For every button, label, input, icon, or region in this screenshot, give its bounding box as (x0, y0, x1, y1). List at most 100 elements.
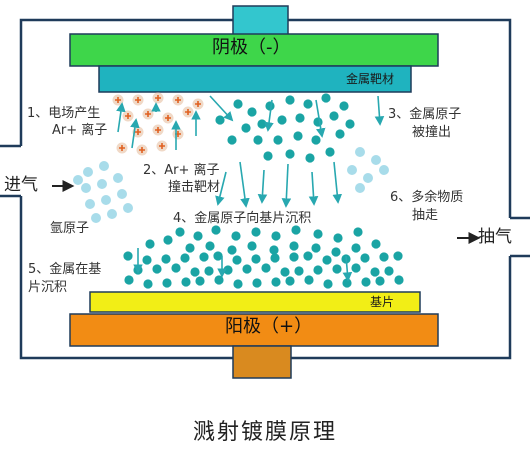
ion-plus-mark (125, 113, 131, 119)
motion-arrow (308, 171, 319, 206)
metal-atom (271, 231, 281, 241)
metal-atom (311, 135, 321, 145)
ion-plus-mark (135, 129, 141, 135)
step1-line1: 1、电场产生 (27, 106, 101, 121)
argon-atom-label: 氩原子 (50, 221, 90, 236)
ion-plus-mark (139, 147, 145, 153)
metal-atom (205, 241, 215, 251)
metal-atom (241, 123, 251, 133)
metal-atom (339, 101, 349, 111)
ion-plus-mark (185, 109, 191, 115)
metal-atom (252, 278, 262, 288)
metal-atom (304, 275, 314, 285)
motion-arrow (332, 161, 343, 204)
metal-atom (261, 263, 271, 273)
diagram-caption: 溅射镀膜原理 (192, 420, 337, 445)
metal-atom (145, 239, 155, 249)
metal-atom (233, 99, 243, 109)
motion-arrow (130, 118, 140, 149)
ion-plus-mark (135, 97, 141, 103)
argon-atom (113, 173, 123, 183)
metal-atom (175, 227, 185, 237)
argon-atom (107, 209, 117, 219)
metal-atom (375, 276, 385, 286)
metal-atom (277, 115, 287, 125)
motion-arrow (264, 99, 274, 132)
ion-plus-mark (159, 143, 165, 149)
ion-plus-mark (115, 97, 121, 103)
argon-atom (371, 155, 381, 165)
metal-atom (227, 245, 237, 255)
metal-atom (289, 241, 299, 251)
argon-atom (99, 161, 109, 171)
metal-atom (293, 131, 303, 141)
argon-atom (101, 195, 111, 205)
metal-atom (193, 231, 203, 241)
metal-atom (345, 119, 355, 129)
metal-atom (271, 277, 281, 287)
step2-line1: 2、Ar+ 离子 (143, 163, 220, 178)
ion-plus-mark (175, 97, 181, 103)
step3-line2: 被撞出 (412, 125, 452, 140)
ion-plus-mark (155, 95, 161, 101)
ion-plus-mark (165, 115, 171, 121)
metal-atom (331, 247, 341, 257)
step3-line1: 3、金属原子 (388, 107, 462, 122)
step6-line2: 抽走 (412, 208, 439, 223)
metal-atom (303, 251, 313, 261)
metal-atom (270, 253, 280, 263)
substrate (89, 291, 421, 313)
motion-arrow (257, 169, 268, 204)
metal-atom (384, 266, 394, 276)
metal-atoms (123, 93, 404, 289)
metal-atom (313, 229, 323, 239)
metal-atom (351, 243, 361, 253)
argon-atom (83, 167, 93, 177)
ion-plus-mark (145, 111, 151, 117)
metal-atom (223, 265, 233, 275)
argon-ions (112, 92, 204, 156)
step5-line1: 5、金属在基 (28, 262, 102, 277)
argon-atom (97, 179, 107, 189)
metal-atom (333, 233, 343, 243)
cathode-label: 阴极（-） (212, 37, 291, 58)
metal-atom (171, 263, 181, 273)
argon-atom (73, 175, 83, 185)
anode-plate (69, 313, 439, 347)
metal-atom (123, 251, 133, 261)
metal-atom (313, 265, 323, 275)
metal-atom (233, 279, 243, 289)
metal-atom (289, 252, 299, 262)
motion-arrow (209, 95, 234, 122)
metal-atom (211, 225, 221, 235)
step6-line1: 6、多余物质 (390, 190, 464, 205)
metal-atom (313, 117, 323, 127)
step4-label: 4、金属原子向基片沉积 (173, 211, 312, 226)
argon-atom (117, 189, 127, 199)
metal-atom (361, 277, 371, 287)
argon-atom (81, 183, 91, 193)
ion-plus-mark (119, 145, 125, 151)
metal-atom (342, 278, 352, 288)
metal-atom (247, 241, 257, 251)
metal-atom (394, 275, 404, 285)
step1-line2: Ar+ 离子 (52, 123, 108, 138)
metal-atom (163, 235, 173, 245)
metal-atom (263, 151, 273, 161)
motion-arrow (215, 171, 227, 206)
motion-arrow (374, 95, 385, 126)
metal-atom (124, 275, 134, 285)
motion-arrows (116, 95, 385, 282)
metal-atom (379, 252, 389, 262)
pump-outlet-pipe (510, 216, 530, 258)
metal-atom (231, 231, 241, 241)
motion-arrow (315, 99, 326, 138)
metal-atom (162, 278, 172, 288)
metal-atom (161, 254, 171, 264)
metal-atom (285, 149, 295, 159)
argon-atom (347, 165, 357, 175)
pump-out-label: 抽气 (478, 227, 512, 247)
motion-arrow (116, 102, 126, 133)
step2-line2: 撞击靶材 (168, 180, 221, 195)
metal-atom (329, 111, 339, 121)
